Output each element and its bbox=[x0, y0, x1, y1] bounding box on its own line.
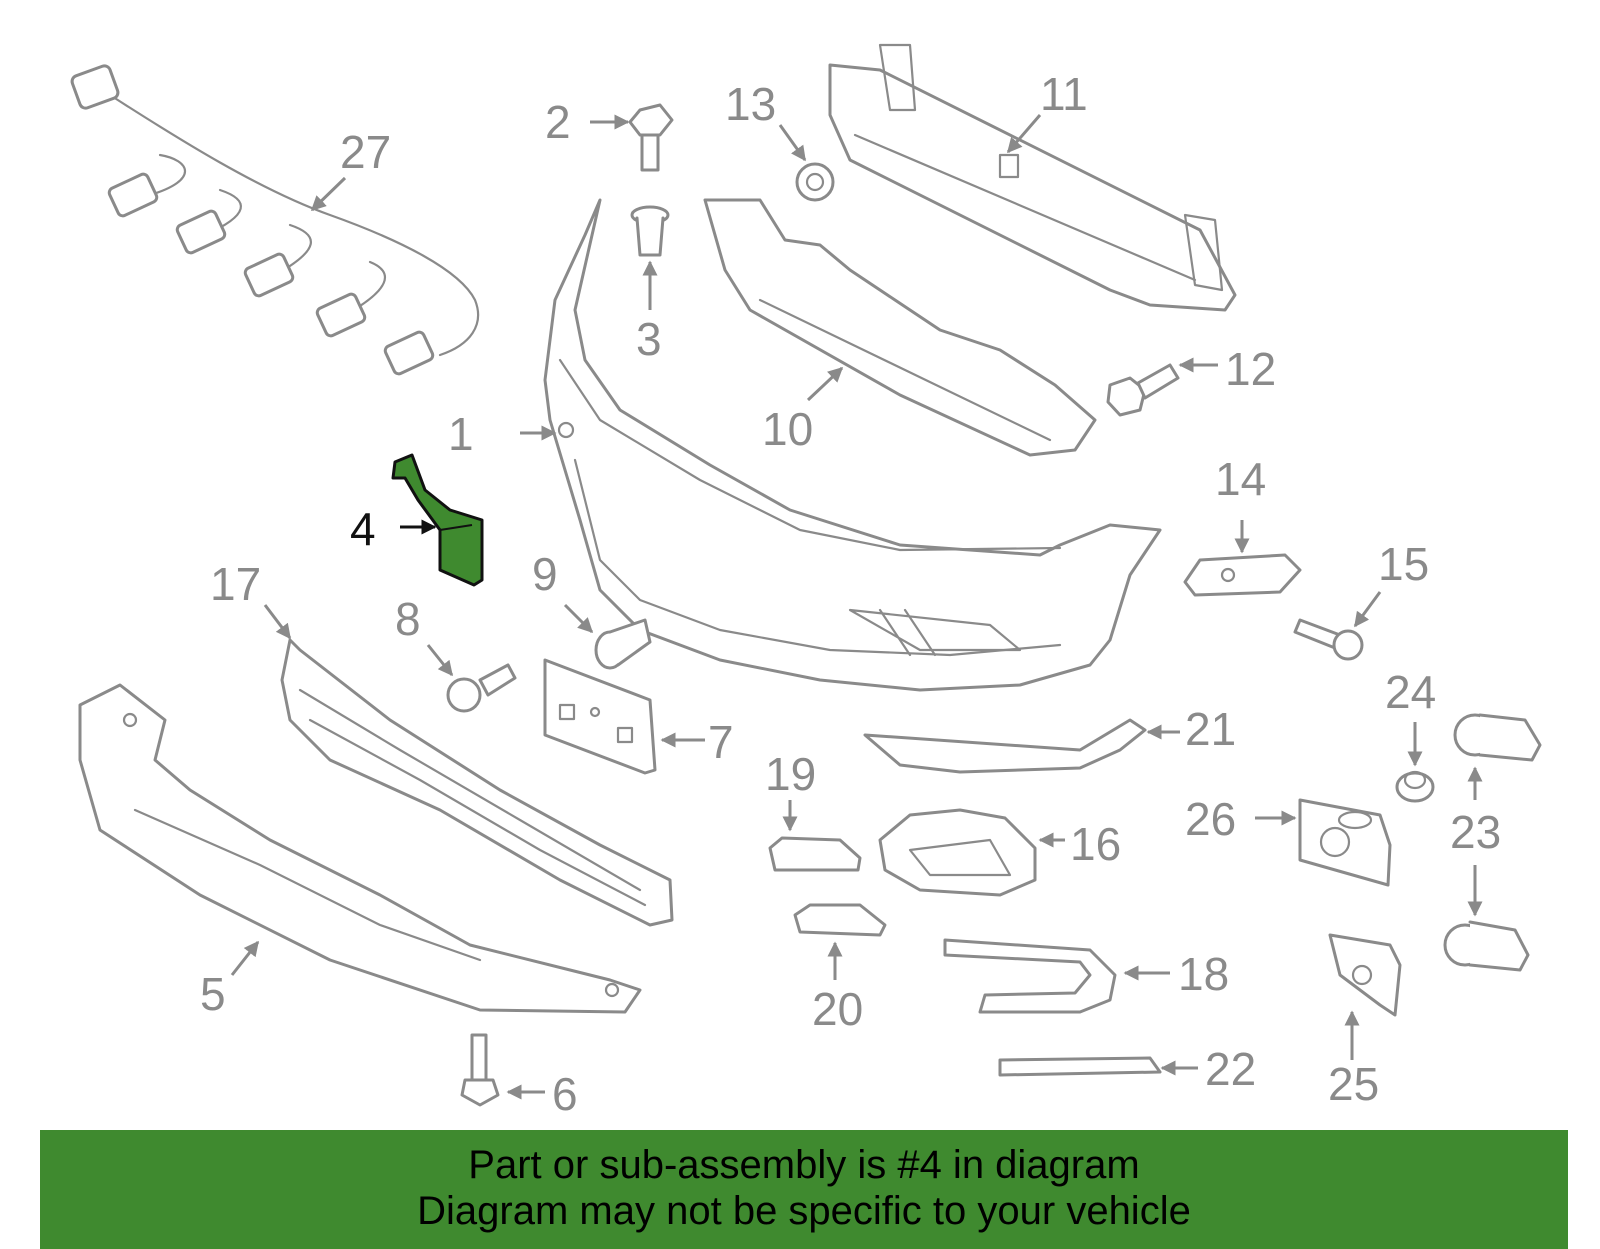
bolt-12 bbox=[1106, 363, 1180, 417]
callout-15: 15 bbox=[1378, 538, 1429, 590]
callout-2: 2 bbox=[545, 96, 571, 148]
bracket-20 bbox=[793, 903, 887, 937]
bolt-2 bbox=[628, 103, 674, 172]
sensor-mount-25 bbox=[1328, 933, 1402, 1017]
banner-line-1: Part or sub-assembly is #4 in diagram bbox=[468, 1143, 1140, 1187]
callout-21: 21 bbox=[1185, 703, 1236, 755]
callout-1: 1 bbox=[448, 408, 474, 460]
callout-13: 13 bbox=[725, 78, 776, 130]
callout-27: 27 bbox=[340, 126, 391, 178]
nut-13 bbox=[795, 162, 835, 202]
callout-8: 8 bbox=[395, 593, 421, 645]
callout-20: 20 bbox=[812, 983, 863, 1035]
bolt-8 bbox=[446, 663, 517, 713]
sensor-23b bbox=[1443, 920, 1530, 972]
callout-22: 22 bbox=[1205, 1043, 1256, 1095]
lower-support bbox=[78, 683, 642, 1014]
fog-bezel-16 bbox=[878, 808, 1037, 897]
callout-11: 11 bbox=[1040, 68, 1088, 120]
lower-grille bbox=[280, 638, 674, 927]
callout-3: 3 bbox=[636, 313, 662, 365]
callout-25: 25 bbox=[1328, 1058, 1379, 1110]
callout-12: 12 bbox=[1225, 343, 1276, 395]
callout-18: 18 bbox=[1178, 948, 1229, 1000]
callout-24: 24 bbox=[1385, 666, 1436, 718]
trim-strip-21 bbox=[863, 718, 1147, 774]
callout-9: 9 bbox=[532, 548, 558, 600]
strip-22 bbox=[998, 1056, 1162, 1077]
grommet-3 bbox=[630, 205, 670, 257]
impact-bar bbox=[828, 43, 1237, 312]
sensor-mount-26 bbox=[1298, 798, 1392, 887]
callout-23: 23 bbox=[1450, 806, 1501, 858]
leader-lines bbox=[230, 114, 1483, 1100]
callout-19: 19 bbox=[765, 748, 816, 800]
callout-10: 10 bbox=[762, 403, 813, 455]
energy-absorber bbox=[703, 198, 1097, 457]
callout-5: 5 bbox=[200, 968, 226, 1020]
callout-14: 14 bbox=[1215, 453, 1266, 505]
trim-18 bbox=[943, 938, 1117, 1014]
grommet-9 bbox=[594, 618, 652, 670]
bumper-bracket-highlighted bbox=[391, 453, 484, 587]
callout-7: 7 bbox=[708, 716, 734, 768]
callout-16: 16 bbox=[1070, 818, 1121, 870]
callout-labels: 1 2 3 4 5 6 7 8 9 10 11 12 13 14 15 16 1… bbox=[200, 68, 1501, 1120]
wiring-harness bbox=[70, 64, 480, 376]
bolt-6 bbox=[460, 1033, 500, 1107]
reflector-14 bbox=[1183, 553, 1302, 597]
callout-17: 17 bbox=[210, 558, 261, 610]
callout-26: 26 bbox=[1185, 793, 1236, 845]
sensor-23a bbox=[1453, 713, 1542, 762]
bracket-19 bbox=[768, 836, 862, 872]
callout-4: 4 bbox=[350, 503, 376, 555]
info-banner: Part or sub-assembly is #4 in diagram Di… bbox=[40, 1130, 1568, 1249]
banner-line-2: Diagram may not be specific to your vehi… bbox=[417, 1189, 1191, 1233]
callout-6: 6 bbox=[552, 1068, 578, 1120]
bolt-15 bbox=[1293, 618, 1364, 661]
license-bracket bbox=[543, 658, 657, 775]
clip-24 bbox=[1395, 770, 1435, 803]
